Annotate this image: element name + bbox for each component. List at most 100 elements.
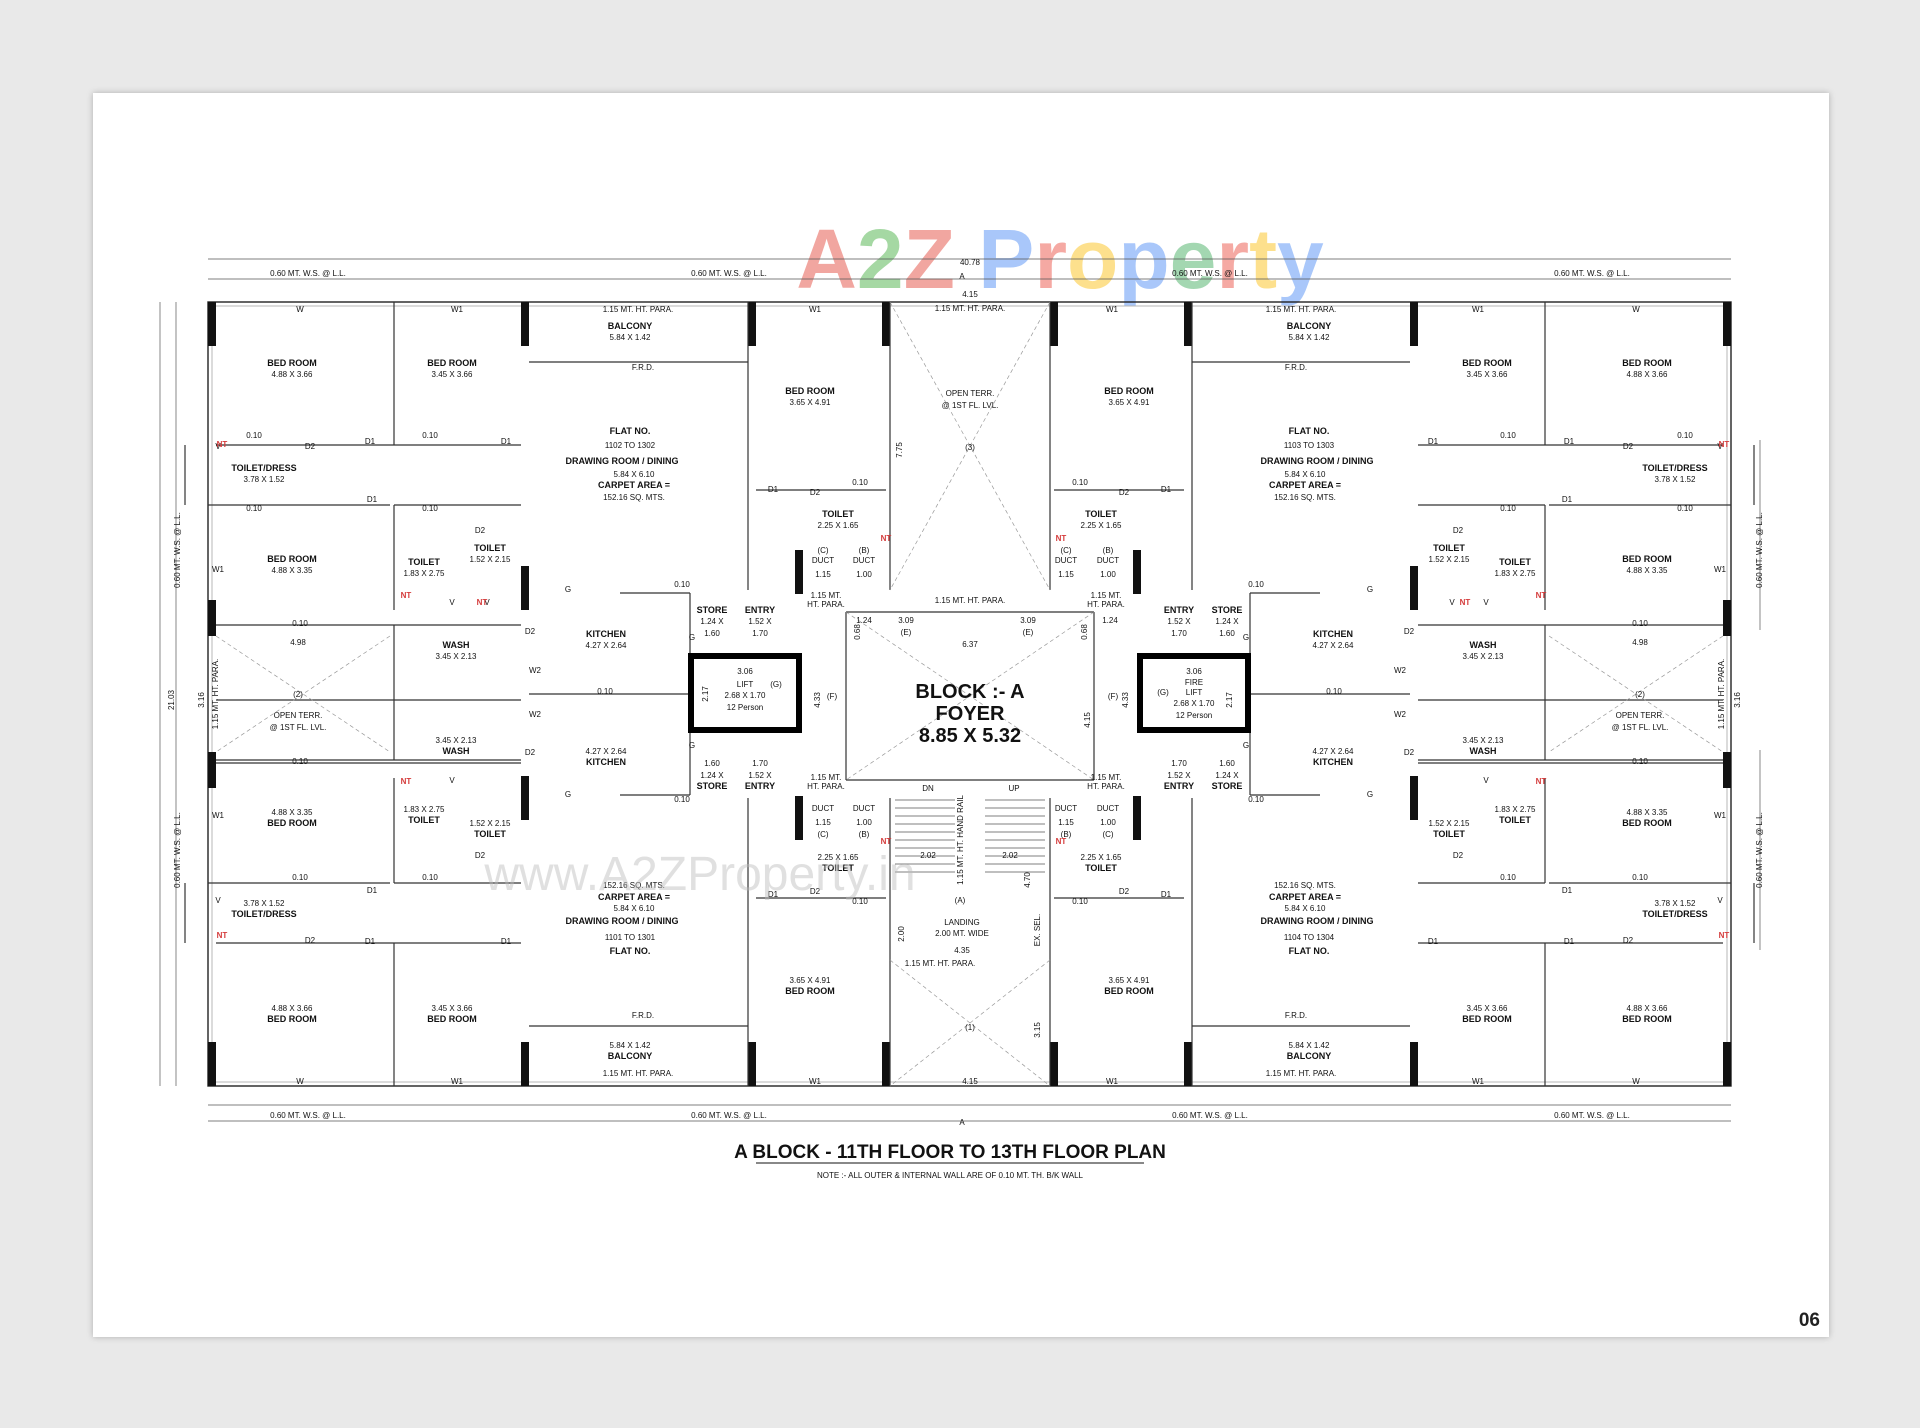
opening-mark-d1: D1 [1161, 890, 1172, 899]
building-outline [207, 301, 1732, 1087]
dimension-label: 1.15 [815, 818, 831, 827]
lift-label: FIRE [1185, 678, 1203, 687]
foyer-title: BLOCK :- A [915, 681, 1024, 703]
room-label-flat_tr: 1.52 X [1167, 617, 1191, 626]
dimension-label: 4.15 [1083, 712, 1092, 728]
open-terrace-label: OPEN TERR. [274, 711, 323, 720]
opening-mark-w1: W1 [1106, 305, 1119, 314]
parapet-label: 1.15 MT. [811, 773, 842, 782]
room-labels: 0.60 MT. W.S. @ L.L. 0.60 MT. W.S. @ L.L.… [167, 258, 1764, 1127]
room-label-flat_bl: 152.16 SQ. MTS. [603, 881, 665, 890]
room-label-flat_tr: 3.45 X 2.13 [1463, 652, 1504, 661]
opening-mark-w1: W1 [1714, 811, 1727, 820]
room-label-flat_bl: F.R.D. [632, 1011, 654, 1020]
room-label-flat_br: 3.45 X 3.66 [1467, 1004, 1508, 1013]
lift-dimension: 2.17 [1225, 692, 1234, 708]
room-label-flat_br: CARPET AREA = [1269, 892, 1341, 902]
room-label-flat_br: KITCHEN [1313, 757, 1353, 767]
parapet-label: 1.15 MT. [811, 591, 842, 600]
room-label-flat_tl: ENTRY [745, 605, 775, 615]
room-label-flat_tl: FLAT NO. [610, 426, 651, 436]
dimension-label: 1.00 [856, 570, 872, 579]
dimension-label: 4.15 [962, 1077, 978, 1086]
landing-label: LANDING [944, 918, 980, 927]
opening-mark-v: V [1483, 598, 1489, 607]
room-label-flat_bl: TOILET/DRESS [231, 909, 296, 919]
room-label-flat_tl: TOILET [822, 509, 854, 519]
wall-thickness-label: 0.10 [246, 431, 262, 440]
terrace-tag: (1) [965, 1023, 975, 1032]
opening-mark-d1: D1 [367, 495, 378, 504]
lift-label: LIFT [1186, 688, 1203, 697]
opening-mark-d1: D1 [1562, 495, 1573, 504]
room-label-flat_bl: 4.27 X 2.64 [586, 747, 627, 756]
room-label-flat_br: BALCONY [1287, 1051, 1332, 1061]
non-tile-mark: NT [401, 591, 412, 600]
room-label-flat_tr: ENTRY [1164, 605, 1194, 615]
workspace-label: 0.60 MT. W.S. @ L.L. [270, 1111, 346, 1120]
room-label-flat_tr: TOILET [1085, 509, 1117, 519]
wall-thickness-label: 0.10 [422, 873, 438, 882]
room-label-flat_tr: KITCHEN [1313, 629, 1353, 639]
lift-label: 3.06 [737, 667, 753, 676]
room-label-flat_tr: STORE [1212, 605, 1243, 615]
room-label-flat_bl: TOILET [822, 863, 854, 873]
opening-mark-g: G [1243, 633, 1249, 642]
room-label-flat_tl: 2.25 X 1.65 [818, 521, 859, 530]
room-label-flat_bl: TOILET [474, 829, 506, 839]
non-tile-mark: NT [1460, 598, 1471, 607]
lift-size: 2.68 X 1.70 [725, 691, 766, 700]
room-label-flat_bl: 1.52 X [748, 771, 772, 780]
room-label-flat_br: TOILET [1085, 863, 1117, 873]
non-tile-mark: NT [1719, 440, 1730, 449]
tag: (C) [1102, 830, 1113, 839]
workspace-label: 0.60 MT. W.S. @ L.L. [1172, 1111, 1248, 1120]
open-terrace-label: OPEN TERR. [1616, 711, 1665, 720]
duct-label: DUCT [1097, 804, 1119, 813]
dimension-label: 4.98 [1632, 638, 1648, 647]
opening-mark-g: G [1367, 790, 1373, 799]
room-label-flat_tl: BALCONY [608, 321, 653, 331]
non-tile-mark: NT [1536, 591, 1547, 600]
room-label-flat_br: ENTRY [1164, 781, 1194, 791]
open-terrace-level: @ 1ST FL. LVL. [942, 401, 999, 410]
room-label-flat_br: 1.83 X 2.75 [1495, 805, 1536, 814]
room-label-flat_tl: 4.27 X 2.64 [586, 641, 627, 650]
room-label-flat_tr: 3.78 X 1.52 [1655, 475, 1696, 484]
room-label-flat_br: 4.88 X 3.66 [1627, 1004, 1668, 1013]
room-label-flat_br: 1.52 X 2.15 [1429, 819, 1470, 828]
opening-mark-d2: D2 [1623, 936, 1634, 945]
opening-mark-w1: W1 [1106, 1077, 1119, 1086]
room-label-flat_tl: 3.45 X 2.13 [436, 652, 477, 661]
parapet-label: 1.15 MT. HT. PARA. [935, 596, 1006, 605]
workspace-label: 0.60 MT. W.S. @ L.L. [1755, 512, 1764, 588]
room-label-flat_bl: 3.45 X 3.66 [432, 1004, 473, 1013]
tag: (E) [1023, 628, 1034, 637]
room-label-flat_br: BED ROOM [1462, 1014, 1512, 1024]
opening-mark-w2: W2 [529, 666, 542, 675]
room-label-flat_bl: WASH [443, 746, 470, 756]
room-label-flat_bl: DRAWING ROOM / DINING [566, 916, 679, 926]
room-label-flat_br: WASH [1470, 746, 1497, 756]
room-label-flat_tr: 1.83 X 2.75 [1495, 569, 1536, 578]
room-label-flat_tr: 4.27 X 2.64 [1313, 641, 1354, 650]
opening-mark-d1: D1 [1428, 437, 1439, 446]
room-label-flat_br: 152.16 SQ. MTS. [1274, 881, 1336, 890]
tag: (F) [1108, 692, 1119, 701]
dimension-label: 4.33 [813, 692, 822, 708]
wall-thickness-label: 0.10 [1677, 431, 1693, 440]
room-label-flat_bl: 3.65 X 4.91 [790, 976, 831, 985]
room-label-flat_bl: BED ROOM [267, 818, 317, 828]
opening-mark-w1: W1 [809, 305, 822, 314]
interior-walls [184, 302, 1755, 1086]
room-label-flat_tr: TOILET [1499, 557, 1531, 567]
opening-mark-d2: D2 [1119, 488, 1130, 497]
dimension-label: 2.00 [897, 926, 906, 942]
opening-mark-d2: D2 [1404, 748, 1415, 757]
opening-mark-d1: D1 [1564, 437, 1575, 446]
room-label-flat_tr: CARPET AREA = [1269, 480, 1341, 490]
dimension-label: 0.68 [853, 624, 862, 640]
opening-mark-g: G [1243, 741, 1249, 750]
wall-thickness-label: 0.10 [1248, 795, 1264, 804]
open-terrace-level: @ 1ST FL. LVL. [270, 723, 327, 732]
